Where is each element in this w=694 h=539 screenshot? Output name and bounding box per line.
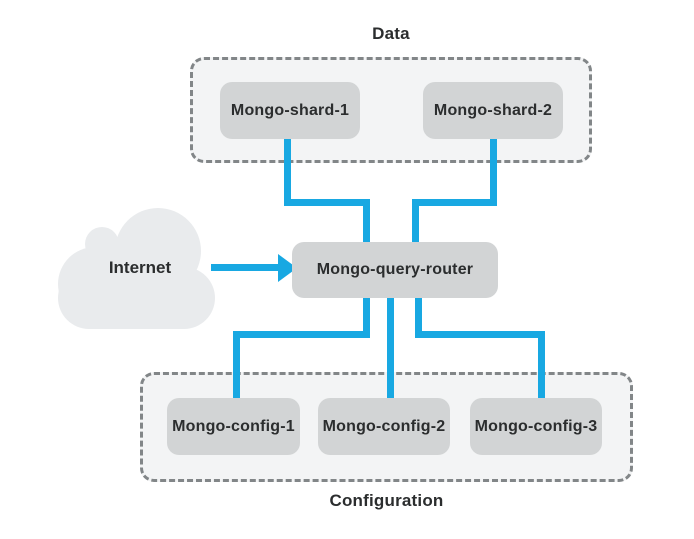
node-mongo-config-2: Mongo-config-2 <box>318 398 450 455</box>
connector-router-config1-segment <box>233 331 240 398</box>
connector-shard2-router-segment <box>412 199 419 243</box>
arrow-internet-to-router-shaft <box>211 264 280 271</box>
node-mongo-shard-1: Mongo-shard-1 <box>220 82 360 139</box>
connector-router-config3-segment <box>538 331 545 398</box>
node-mongo-query-router: Mongo-query-router <box>292 242 498 298</box>
node-mongo-config-3: Mongo-config-3 <box>470 398 602 455</box>
node-mongo-config-1: Mongo-config-1 <box>167 398 300 455</box>
connector-router-config3-segment <box>415 331 545 338</box>
connector-shard2-router-segment <box>490 138 497 204</box>
node-mongo-shard-2: Mongo-shard-2 <box>423 82 563 139</box>
connector-shard1-router-segment <box>363 199 370 243</box>
connector-router-config3-segment <box>415 297 422 338</box>
connector-router-config1-segment <box>233 331 370 338</box>
internet-label: Internet <box>108 258 172 277</box>
connector-shard1-router-segment <box>284 138 291 204</box>
connector-router-config2-segment <box>387 297 394 398</box>
connector-router-config1-segment <box>363 297 370 338</box>
cloud-icon <box>58 208 215 329</box>
config-group-label: Configuration <box>329 491 444 510</box>
connector-shard2-router-segment <box>412 199 497 206</box>
data-group-label: Data <box>372 24 410 43</box>
connector-shard1-router-segment <box>284 199 370 206</box>
